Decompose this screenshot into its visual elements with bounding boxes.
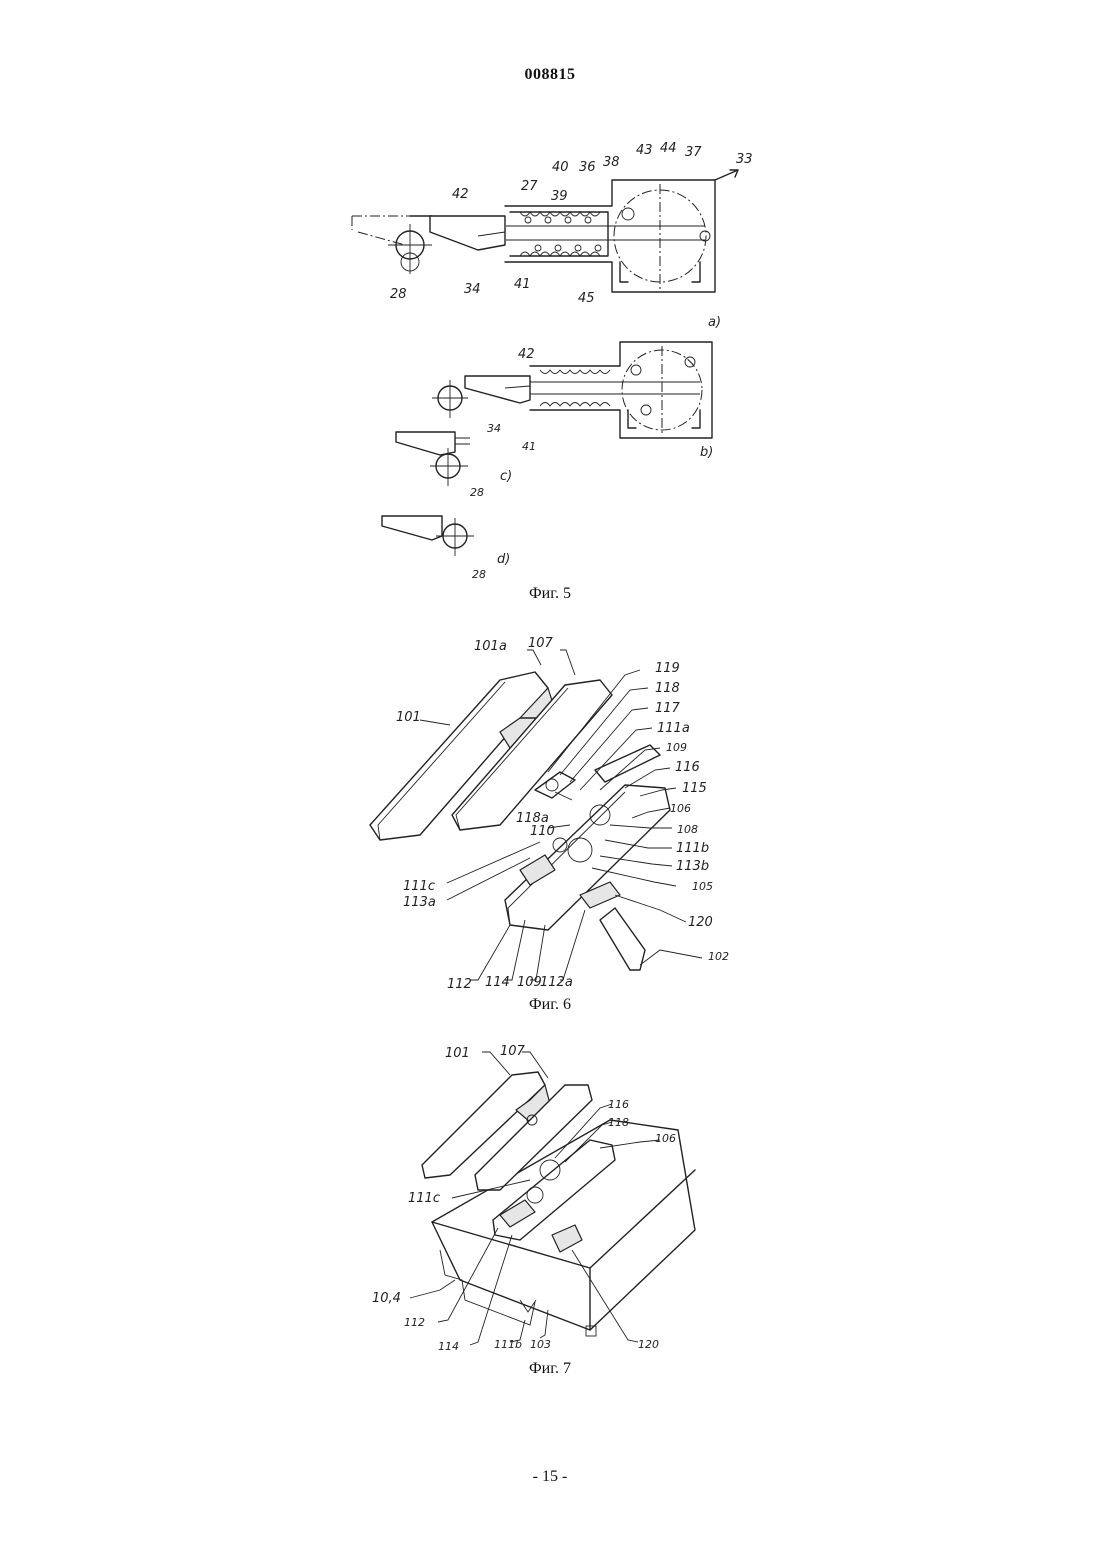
label-34: 34 [464, 282, 481, 297]
label-108: 108 [677, 823, 698, 836]
label-101: 101 [396, 710, 421, 725]
figure-5-caption: Фиг. 5 [0, 585, 1100, 603]
label-117: 117 [655, 701, 681, 716]
label-110: 110 [530, 824, 555, 839]
label-120: 120 [688, 915, 713, 930]
label-115: 115 [682, 781, 707, 796]
label-113b: 113b [676, 859, 709, 874]
figure-5-drawing: 33 37 44 43 38 36 40 27 39 42 28 34 41 4… [0, 0, 1100, 600]
label-39: 39 [551, 189, 568, 204]
label-40: 40 [552, 160, 569, 175]
label-36: 36 [579, 160, 596, 175]
label-107-fig7: 107 [500, 1044, 526, 1059]
fig5b-assembly [432, 342, 712, 438]
figure-6-caption: Фиг. 6 [0, 996, 1100, 1014]
fig5a-assembly [352, 170, 738, 292]
label-33: 33 [736, 152, 753, 167]
label-114: 114 [485, 975, 510, 990]
label-d-28: 28 [472, 568, 486, 581]
label-d: d) [497, 552, 510, 567]
label-109-top: 109 [666, 741, 687, 754]
label-111b-fig7: 111b [494, 1338, 522, 1351]
figure-7-caption: Фиг. 7 [0, 1360, 1100, 1378]
label-a: a) [708, 315, 721, 330]
label-102: 102 [708, 950, 729, 963]
label-116: 116 [675, 760, 700, 775]
label-101a: 101a [474, 639, 507, 654]
label-111c: 111c [403, 879, 435, 894]
label-41: 41 [514, 277, 531, 292]
label-38: 38 [603, 155, 620, 170]
label-106: 106 [670, 802, 691, 815]
label-112a: 112a [540, 975, 573, 990]
label-112: 112 [447, 977, 472, 992]
label-44: 44 [660, 141, 677, 156]
spring-36 [520, 212, 601, 256]
figure-7-drawing: 101 107 116 118 106 111c 10,4 112 114 11… [0, 1030, 1100, 1370]
label-103-fig7: 103 [530, 1338, 551, 1351]
label-101-fig7: 101 [445, 1046, 470, 1061]
label-b-41: 41 [522, 440, 536, 453]
spindle-102 [600, 908, 645, 970]
label-116-fig7: 116 [608, 1098, 629, 1111]
label-c-28: 28 [470, 486, 484, 499]
label-111b: 111b [676, 841, 709, 856]
label-120-fig7: 120 [638, 1338, 659, 1351]
label-114-fig7: 114 [438, 1340, 459, 1353]
page-number: - 15 - [0, 1468, 1100, 1486]
label-37: 37 [685, 145, 702, 160]
label-c: c) [500, 469, 512, 484]
latch-42-b [465, 376, 530, 403]
figure-6-drawing: 101a 107 119 118 117 111a 109 116 115 10… [0, 620, 1100, 1040]
label-b: b) [700, 445, 713, 460]
label-42: 42 [452, 187, 469, 202]
label-112-fig7: 112 [404, 1316, 425, 1329]
label-43: 43 [636, 143, 653, 158]
label-b-34: 34 [487, 422, 501, 435]
latch-42-a [430, 216, 505, 250]
fig5c-assembly [396, 432, 470, 486]
label-119: 119 [655, 661, 680, 676]
label-104-fig7: 10,4 [372, 1291, 401, 1306]
label-105: 105 [692, 880, 713, 893]
fig5d-assembly [382, 516, 474, 556]
label-27: 27 [521, 179, 538, 194]
label-106-fig7: 106 [655, 1132, 676, 1145]
label-118-fig7: 118 [608, 1116, 629, 1129]
label-109-bottom: 109 [517, 975, 542, 990]
label-118: 118 [655, 681, 680, 696]
label-b-42: 42 [518, 347, 535, 362]
label-111c-fig7: 111c [408, 1191, 440, 1206]
label-111a: 111a [657, 721, 690, 736]
label-113a: 113a [403, 895, 436, 910]
label-28: 28 [390, 287, 407, 302]
label-45: 45 [578, 291, 595, 306]
label-107: 107 [528, 636, 554, 651]
